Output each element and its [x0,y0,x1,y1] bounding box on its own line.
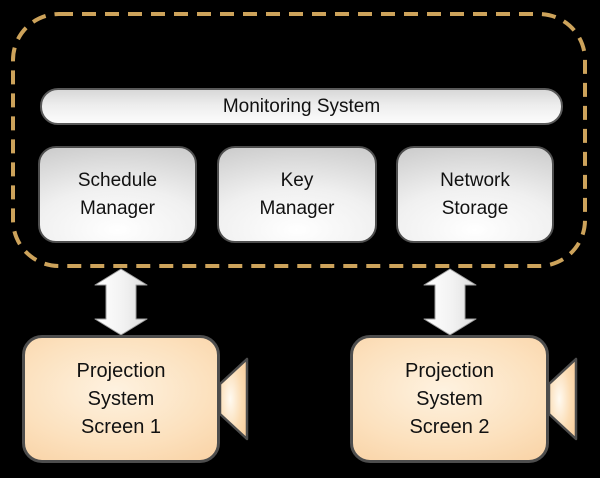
projection-system-screen-1-node: Projection System Screen 1 [22,335,220,463]
projector-lens-icon [218,357,249,441]
network-storage-label-line-1: Network [440,169,510,191]
key-manager-label-line-2: Manager [259,197,335,219]
double-arrow-vertical-icon [94,268,148,336]
projection-system-screen-2-node: Projection System Screen 2 [350,335,549,463]
projection-1-label-line-2: System [87,388,155,410]
projection-1-label-line-3: Screen 1 [80,416,162,438]
schedule-manager-label-line-2: Manager [80,197,155,219]
schedule-manager-node: Schedule Manager [38,146,197,243]
schedule-manager-label-line-1: Schedule [77,169,158,191]
projection-2-label-line-3: Screen 2 [409,416,490,438]
projection-1-label-line-1: Projection [76,360,166,382]
key-manager-node: Key Manager [217,146,377,243]
network-storage-label-line-2: Storage [441,197,509,219]
monitoring-system-label: Monitoring System [222,95,381,117]
monitoring-system-node: Monitoring System [40,88,563,125]
monitoring-group-dashed-border [11,12,587,268]
network-storage-node: Network Storage [396,146,554,243]
projection-2-label-line-2: System [416,388,483,410]
double-arrow-vertical-icon [423,268,477,336]
key-manager-label-line-1: Key [280,169,314,191]
projector-lens-icon [547,357,578,441]
projection-2-label-line-1: Projection [405,360,494,382]
